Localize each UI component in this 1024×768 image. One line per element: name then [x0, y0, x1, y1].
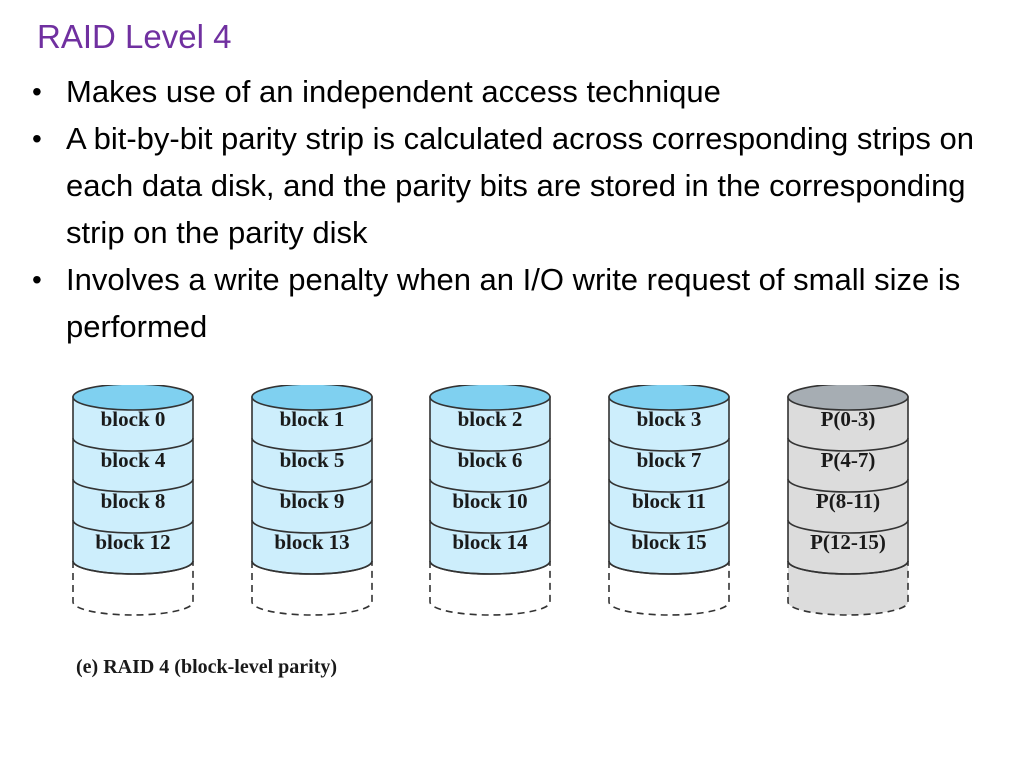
data-block-label: block 7: [637, 448, 702, 472]
data-disk-empty-area: [73, 561, 193, 615]
parity-disk-top-cap: [787, 385, 909, 411]
bullet-text: A bit-by-bit parity strip is calculated …: [66, 121, 975, 250]
diagram-caption: (e) RAID 4 (block-level parity): [76, 656, 338, 678]
data-disk-strip-divider: [72, 519, 194, 534]
data-disk-empty-outline: [251, 561, 373, 616]
data-block-label: block 9: [280, 489, 345, 513]
parity-disk-strip-divider: [787, 478, 909, 493]
data-block-label: block 15: [631, 530, 706, 554]
bullet-item: • Involves a write penalty when an I/O w…: [30, 256, 1015, 350]
parity-disk-empty-area: [788, 561, 908, 615]
data-disk-strip-divider: [251, 519, 373, 534]
data-disk-strip-divider: [429, 478, 551, 493]
data-disk-strip-divider: [608, 560, 730, 575]
parity-block-label: P(8-11): [816, 489, 880, 513]
data-block-label: block 14: [452, 530, 528, 554]
bullet-text: Makes use of an independent access techn…: [66, 74, 721, 109]
data-block-label: block 11: [632, 489, 706, 513]
data-disk-strip-divider: [608, 519, 730, 534]
parity-block-label: P(4-7): [821, 448, 876, 472]
raid4-disks-svg: block 0 block 4 block 8 block 12 block 1 bloc…: [72, 385, 909, 616]
data-disk-top-cap: [251, 385, 373, 411]
data-disk-strip-divider: [72, 478, 194, 493]
data-block-label: block 10: [452, 489, 527, 513]
parity-disk-empty-outline: [787, 561, 909, 616]
data-disk-strip-divider: [429, 560, 551, 575]
data-disk-empty-outline: [608, 561, 730, 616]
data-block-label: block 2: [458, 407, 523, 431]
bullet-item: • A bit-by-bit parity strip is calculate…: [30, 115, 1015, 256]
data-block-label: block 3: [637, 407, 702, 431]
data-disk-strip-divider: [251, 437, 373, 452]
data-disk-empty-outline: [72, 561, 194, 616]
data-block-label: block 13: [274, 530, 349, 554]
data-disk-strip-divider: [72, 437, 194, 452]
bullet-text: Involves a write penalty when an I/O wri…: [66, 262, 961, 344]
data-disk-top-cap: [72, 385, 194, 411]
bullet-item: • Makes use of an independent access tec…: [30, 68, 1015, 115]
data-disk-empty-area: [430, 561, 550, 615]
data-disk-strip-divider: [251, 478, 373, 493]
bullet-dot-icon: •: [32, 76, 42, 107]
data-disk-strip-divider: [429, 519, 551, 534]
data-block-label: block 1: [280, 407, 345, 431]
data-disk-empty-area: [252, 561, 372, 615]
bullet-dot-icon: •: [32, 123, 42, 154]
data-disk-strip-divider: [608, 437, 730, 452]
data-block-label: block 8: [101, 489, 166, 513]
parity-disk-strip-divider: [787, 560, 909, 575]
parity-block-label: P(0-3): [821, 407, 876, 431]
data-block-label: block 4: [101, 448, 166, 472]
data-disk-strip-divider: [429, 437, 551, 452]
bullet-list: • Makes use of an independent access tec…: [30, 68, 1015, 350]
data-disk-strip-divider: [72, 560, 194, 575]
data-block-label: block 5: [280, 448, 345, 472]
parity-disk-strip-divider: [787, 519, 909, 534]
data-disk-top-cap: [608, 385, 730, 411]
data-disk-strip-divider: [608, 478, 730, 493]
data-block-label: block 6: [458, 448, 523, 472]
parity-block-label: P(12-15): [810, 530, 886, 554]
data-block-label: block 0: [101, 407, 166, 431]
data-disk-empty-outline: [429, 561, 551, 616]
data-block-label: block 12: [95, 530, 170, 554]
parity-disk-strip-divider: [787, 437, 909, 452]
bullet-dot-icon: •: [32, 264, 42, 295]
slide-title: RAID Level 4: [37, 18, 232, 55]
data-disk-top-cap: [429, 385, 551, 411]
data-disk-empty-area: [609, 561, 729, 615]
raid4-diagram: block 0 block 4 block 8 block 12 block 1 bloc…: [0, 385, 1024, 695]
data-disk-strip-divider: [251, 560, 373, 575]
